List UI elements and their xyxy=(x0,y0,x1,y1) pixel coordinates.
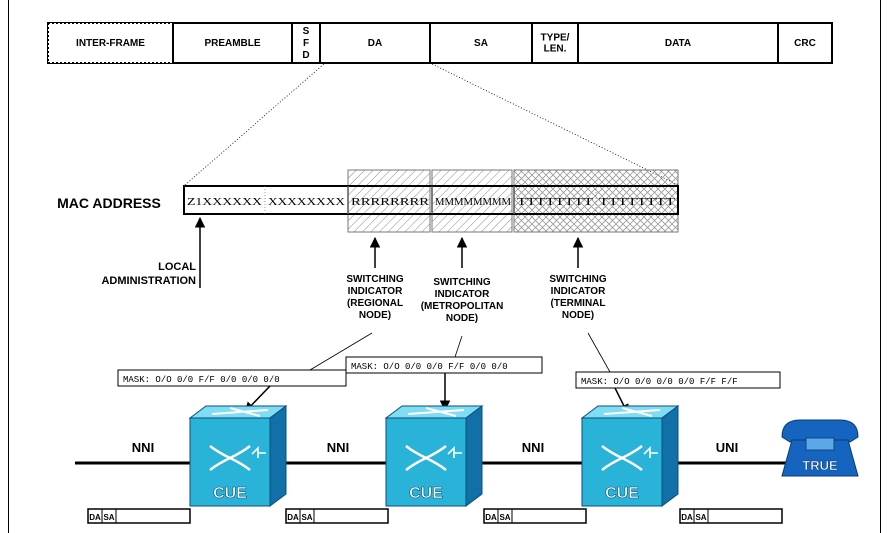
link-label-0: NNI xyxy=(132,440,154,455)
mini-frame-field: SA xyxy=(695,513,706,522)
frame-field-5: TYPE/LEN. xyxy=(541,33,570,55)
mini-frame-box xyxy=(483,508,587,524)
mini-frame-field: DA xyxy=(89,513,101,522)
frame-field-6: DATA xyxy=(665,38,691,49)
switch-label: CUE xyxy=(213,485,247,502)
mask-box-1 xyxy=(345,356,543,374)
switch-side-arrows-icon xyxy=(447,446,462,458)
switch-side-arrows-icon xyxy=(251,446,266,458)
regional-hatch-region xyxy=(347,169,431,233)
switch-cube-0: CUE xyxy=(188,405,288,507)
indicator-leader-2 xyxy=(587,332,611,373)
switch-cube-1: CUE xyxy=(384,405,484,507)
switch-x-icon xyxy=(405,445,447,471)
cube-front xyxy=(385,417,467,507)
switch-top-arrows-icon xyxy=(407,407,465,417)
switch-top-arrows-icon xyxy=(211,407,269,417)
switch-top-arrows-icon xyxy=(603,407,661,417)
phone-keypad xyxy=(805,437,835,451)
mini-frame-field: SA xyxy=(103,513,114,522)
frame-format-bar xyxy=(47,22,833,64)
frame-field-0: INTER-FRAME xyxy=(76,38,145,49)
indicator-leader-0 xyxy=(309,332,373,371)
switch-label: CUE xyxy=(409,485,443,502)
link-label-2: NNI xyxy=(522,440,544,455)
mac-segment-2: RRRRRRRR xyxy=(351,196,430,208)
indicator-leader-1 xyxy=(454,335,463,358)
switch-x-icon xyxy=(601,445,643,471)
cube-front xyxy=(189,417,271,507)
frame-field-7: CRC xyxy=(794,38,816,49)
mask-text-1: MASK: O/O 0/0 0/0 F/F 0/0 0/0 xyxy=(351,362,508,372)
switch-side-arrows-icon xyxy=(643,446,658,458)
mask-box-0 xyxy=(117,369,347,387)
mac-address-box xyxy=(183,185,679,215)
link-label-1: NNI xyxy=(327,440,349,455)
mini-frame-field: DA xyxy=(681,513,693,522)
mini-frame-box xyxy=(87,508,191,524)
mini-frame-box xyxy=(679,508,783,524)
mac-segment-0: Z1XXXXXX xyxy=(187,196,262,208)
switch-label: CUE xyxy=(605,485,639,502)
phone-icon: TRUE xyxy=(781,419,859,477)
mac-segment-5: TTTTTTTT xyxy=(599,196,675,208)
frame-field-4: SA xyxy=(474,38,488,49)
switch-x-icon xyxy=(209,445,251,471)
right-border xyxy=(880,0,881,533)
mini-frame-field: DA xyxy=(485,513,497,522)
cube-side xyxy=(465,405,483,507)
phone-label: TRUE xyxy=(802,458,838,473)
mac-segment-1: XXXXXXXX xyxy=(268,196,345,208)
mini-frame-field: SA xyxy=(499,513,510,522)
mini-frame-field: DA xyxy=(287,513,299,522)
mac-segment-4: TTTTTTTT xyxy=(517,196,593,208)
zoom-line-right xyxy=(429,62,679,186)
mac-segment-3: MMMMMMMM xyxy=(435,196,511,208)
switch-cube-2: CUE xyxy=(580,405,680,507)
mask-text-0: MASK: O/O 0/0 F/F 0/0 0/0 0/0 xyxy=(123,375,280,385)
cube-side xyxy=(269,405,287,507)
zoom-line-left xyxy=(184,62,326,186)
cube-side xyxy=(661,405,679,507)
mini-frame-field: SA xyxy=(301,513,312,522)
cube-front xyxy=(581,417,663,507)
phone-handset xyxy=(781,419,859,443)
frame-field-1: PREAMBLE xyxy=(204,38,260,49)
mini-frame-box xyxy=(285,508,389,524)
mac-address-label: MAC ADDRESS xyxy=(57,195,161,211)
mask-text-2: MASK: O/O 0/0 0/0 0/0 F/F F/F xyxy=(581,377,738,387)
frame-field-3: DA xyxy=(368,38,382,49)
link-label-3: UNI xyxy=(716,440,738,455)
mask-box-2 xyxy=(575,371,781,389)
left-border xyxy=(8,0,9,533)
